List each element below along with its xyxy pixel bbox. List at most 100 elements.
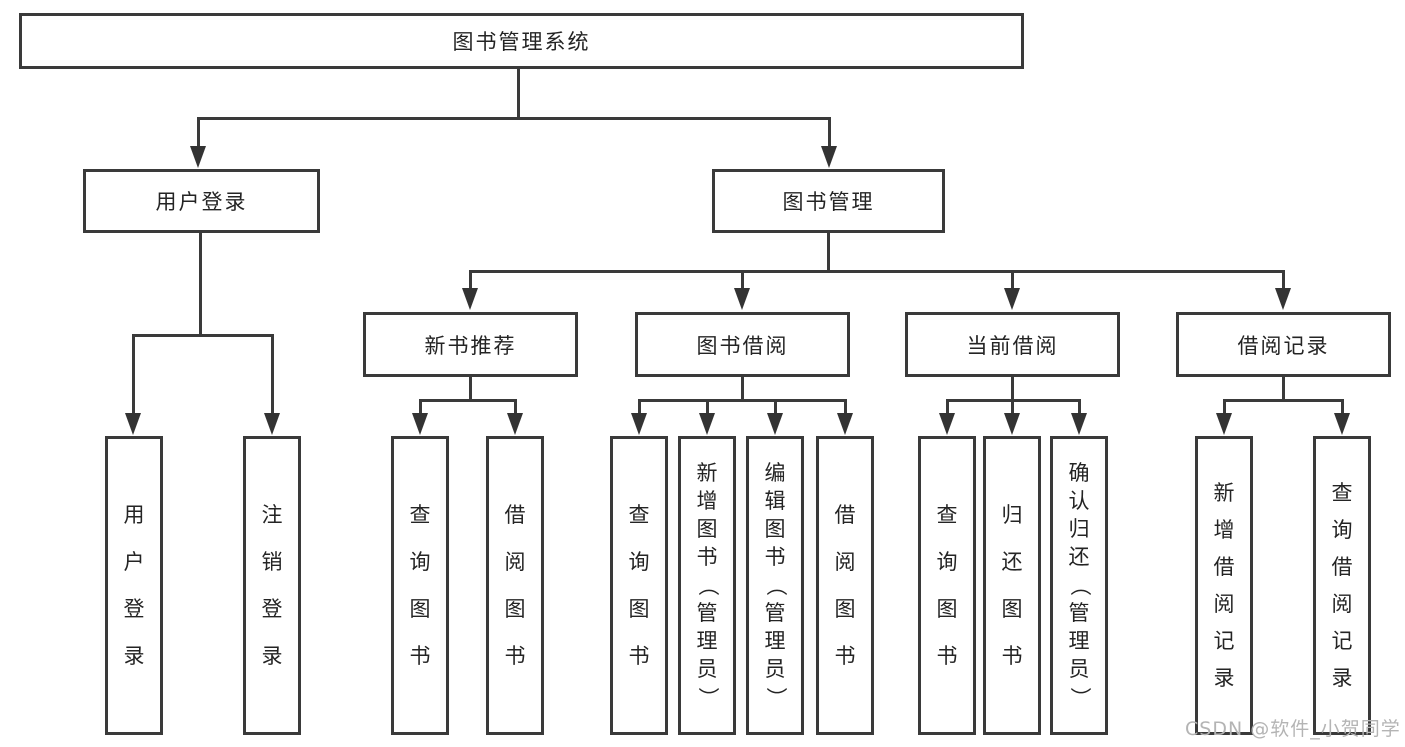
vtext-char: 员 bbox=[1068, 657, 1090, 681]
vtext-char: 图 bbox=[409, 596, 431, 621]
connector-line bbox=[196, 117, 200, 158]
node-book-management: 图书管理 bbox=[712, 169, 945, 233]
vtext-char: 阅 bbox=[834, 549, 856, 574]
vtext-char: 辑 bbox=[764, 489, 786, 513]
node-book-borrow: 图书借阅 bbox=[635, 312, 850, 377]
vtext-char: 图 bbox=[628, 596, 650, 621]
vtext-char: 查 bbox=[936, 502, 958, 527]
arrow-down-icon bbox=[821, 146, 837, 168]
arrow-down-icon bbox=[507, 413, 523, 435]
vtext-char: 管 bbox=[764, 601, 786, 625]
connector-line bbox=[131, 334, 135, 425]
vtext-char: 图 bbox=[504, 596, 526, 621]
vtext-char: （ bbox=[763, 575, 788, 596]
vtext-char: 编 bbox=[764, 461, 786, 485]
node-new-book-recommend: 新书推荐 bbox=[363, 312, 578, 377]
vtext-char: 记 bbox=[1213, 628, 1235, 653]
arrow-down-icon bbox=[1275, 288, 1291, 310]
connector-line bbox=[468, 270, 472, 300]
arrow-down-icon bbox=[190, 146, 206, 168]
leaf-query-books-recommend: 查询图书 bbox=[391, 436, 449, 735]
leaf-borrow-books-recommend: 借阅图书 bbox=[486, 436, 544, 735]
node-root: 图书管理系统 bbox=[19, 13, 1024, 69]
vtext-char: 销 bbox=[261, 549, 283, 574]
node-new-book-recommend-label: 新书推荐 bbox=[424, 333, 517, 358]
vtext-char: 户 bbox=[123, 549, 145, 574]
leaf-add-book-admin-label: 新增图书（管理员） bbox=[695, 463, 720, 709]
connector-line bbox=[945, 399, 949, 425]
vtext-char: ） bbox=[695, 687, 720, 708]
connector-line bbox=[1223, 399, 1344, 402]
leaf-user-login: 用户登录 bbox=[105, 436, 163, 735]
vtext-char: 借 bbox=[1213, 554, 1235, 579]
vtext-char: 理 bbox=[764, 629, 786, 653]
vtext-char: 图 bbox=[764, 517, 786, 541]
leaf-borrow-books: 借阅图书 bbox=[816, 436, 874, 735]
vtext-char: 阅 bbox=[1331, 591, 1353, 616]
vtext-char: 借 bbox=[1331, 554, 1353, 579]
vtext-char: 书 bbox=[764, 545, 786, 569]
leaf-confirm-return-admin-label: 确认归还（管理员） bbox=[1068, 461, 1092, 709]
connector-line bbox=[270, 334, 274, 425]
leaf-query-books-current-label: 查询图书 bbox=[936, 502, 958, 668]
connector-line bbox=[827, 233, 830, 271]
node-root-label: 图书管理系统 bbox=[452, 30, 591, 54]
connector-line bbox=[513, 399, 517, 425]
vtext-char: 增 bbox=[696, 489, 718, 513]
vtext-char: 书 bbox=[409, 643, 431, 668]
connector-line bbox=[469, 377, 472, 400]
vtext-char: 归 bbox=[1068, 517, 1090, 541]
vtext-char: 查 bbox=[409, 502, 431, 527]
leaf-return-books-label: 归还图书 bbox=[1001, 502, 1023, 668]
vtext-char: ） bbox=[763, 687, 788, 708]
leaf-user-login-label: 用户登录 bbox=[123, 504, 145, 667]
vtext-char: 书 bbox=[504, 643, 526, 668]
vtext-char: 书 bbox=[1001, 643, 1023, 668]
leaf-query-books-borrow: 查询图书 bbox=[610, 436, 668, 735]
connector-line bbox=[827, 117, 831, 158]
connector-line bbox=[637, 399, 641, 425]
connector-line bbox=[419, 399, 517, 402]
vtext-char: 理 bbox=[696, 629, 718, 653]
leaf-query-books-borrow-label: 查询图书 bbox=[628, 502, 650, 667]
node-book-borrow-label: 图书借阅 bbox=[696, 333, 789, 358]
arrow-down-icon bbox=[837, 413, 853, 435]
leaf-logout: 注销登录 bbox=[243, 436, 301, 735]
node-current-borrow: 当前借阅 bbox=[905, 312, 1120, 377]
vtext-char: 图 bbox=[936, 596, 958, 621]
vtext-char: 增 bbox=[1213, 517, 1235, 542]
leaf-borrow-books-recommend-label: 借阅图书 bbox=[504, 504, 526, 668]
node-user-login: 用户登录 bbox=[83, 169, 320, 233]
vtext-char: 录 bbox=[261, 643, 283, 668]
vtext-char: 借 bbox=[834, 502, 856, 527]
vtext-char: 确 bbox=[1068, 461, 1090, 485]
connector-line bbox=[1222, 399, 1226, 425]
vtext-char: 归 bbox=[1001, 502, 1023, 527]
vtext-char: 录 bbox=[1213, 665, 1235, 690]
leaf-add-borrow-record-label: 新增借阅记录 bbox=[1213, 482, 1235, 690]
connector-line bbox=[773, 399, 777, 425]
node-borrow-records-label: 借阅记录 bbox=[1237, 333, 1330, 358]
connector-line bbox=[418, 399, 422, 425]
leaf-edit-book-admin: 编辑图书（管理员） bbox=[746, 436, 804, 735]
arrow-down-icon bbox=[699, 413, 715, 435]
vtext-char: 阅 bbox=[1213, 591, 1235, 616]
connector-line bbox=[741, 377, 744, 400]
arrow-down-icon bbox=[125, 413, 141, 435]
leaf-add-book-admin: 新增图书（管理员） bbox=[678, 436, 736, 735]
vtext-char: 还 bbox=[1001, 549, 1023, 574]
arrow-down-icon bbox=[462, 288, 478, 310]
vtext-char: 询 bbox=[409, 549, 431, 574]
node-current-borrow-label: 当前借阅 bbox=[966, 333, 1059, 358]
vtext-char: 书 bbox=[936, 643, 958, 668]
vtext-char: 管 bbox=[696, 601, 718, 625]
connector-line bbox=[1281, 270, 1285, 300]
vtext-char: 询 bbox=[628, 549, 650, 574]
vtext-char: 查 bbox=[1331, 480, 1353, 505]
vtext-char: 认 bbox=[1068, 489, 1090, 513]
connector-line bbox=[1282, 377, 1285, 400]
watermark: CSDN @软件_小贺同学 bbox=[1185, 718, 1401, 740]
vtext-char: 询 bbox=[936, 549, 958, 574]
vtext-char: 查 bbox=[628, 502, 650, 527]
arrow-down-icon bbox=[734, 288, 750, 310]
